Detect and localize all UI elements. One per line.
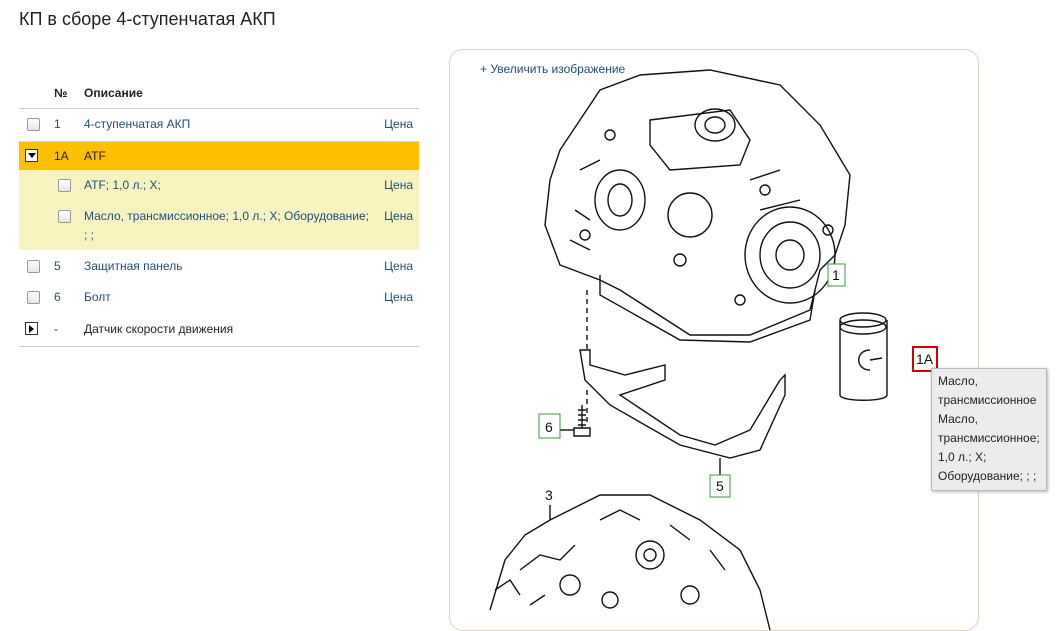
callout-3[interactable]: 3 [545, 487, 553, 503]
table-row[interactable]: 5 Защитная панель Цена [19, 250, 419, 282]
parts-table: № Описание 1 4-ступенчатая АКП Цена 1A A… [19, 78, 419, 347]
part-tooltip: Масло, трансмиссионное Масло, трансмисси… [931, 368, 1047, 491]
callout-1[interactable]: 1 [832, 267, 840, 283]
callout-6[interactable]: 6 [545, 419, 553, 435]
callout-5[interactable]: 5 [716, 478, 724, 494]
exploded-diagram: 1 1A 6 5 3 [489, 69, 938, 630]
row-num: 6 [54, 290, 61, 304]
tooltip-line: Масло, [938, 412, 978, 426]
row-checkbox[interactable] [58, 210, 71, 223]
price-link[interactable]: Цена [384, 209, 413, 223]
tooltip-line: 1,0 л.; X; [938, 450, 987, 464]
row-num: - [54, 322, 58, 336]
tooltip-line: трансмиссионное [938, 393, 1037, 407]
row-desc-link[interactable]: ATF; 1,0 л.; X; [84, 178, 161, 192]
oil-can-outline [839, 320, 888, 401]
expand-toggle-icon[interactable] [25, 322, 38, 335]
diagram-panel: 1 1A 6 5 3 [449, 49, 979, 631]
row-desc[interactable]: Датчик скорости движения [84, 322, 234, 336]
row-checkbox[interactable] [58, 179, 71, 192]
col-desc-header: Описание [84, 86, 143, 100]
row-desc[interactable]: ATF [84, 149, 106, 163]
table-header: № Описание [19, 78, 419, 109]
transmission-outline [544, 69, 851, 336]
row-desc-link[interactable]: Масло, трансмиссионное; 1,0 л.; X; Обору… [84, 209, 369, 223]
row-num: 5 [54, 259, 61, 273]
row-checkbox[interactable] [27, 118, 40, 131]
tooltip-line: трансмиссионное; [938, 431, 1040, 445]
row-checkbox[interactable] [27, 291, 40, 304]
row-checkbox[interactable] [27, 260, 40, 273]
tooltip-line: Оборудование; ; ; [938, 469, 1037, 483]
table-row[interactable]: 6 Болт Цена [19, 282, 419, 314]
price-link[interactable]: Цена [384, 290, 413, 304]
price-link[interactable]: Цена [384, 117, 413, 131]
tooltip-line: Масло, [938, 374, 978, 388]
price-link[interactable]: Цена [384, 178, 413, 192]
lower-transmission-outline [489, 494, 771, 630]
table-row[interactable]: - Датчик скорости движения [19, 314, 419, 347]
zoom-image-link[interactable]: + Увеличить изображение [480, 62, 626, 76]
price-link[interactable]: Цена [384, 259, 413, 273]
col-num-header: № [54, 86, 68, 100]
row-desc-cont: ; ; [84, 228, 95, 242]
table-subrow[interactable]: Масло, трансмиссионное; 1,0 л.; X; Обору… [19, 200, 419, 250]
row-num: 1 [54, 117, 61, 131]
callout-1a[interactable]: 1A [916, 351, 934, 367]
shield-panel-outline [579, 349, 786, 459]
table-row[interactable]: 1 4-ступенчатая АКП Цена [19, 109, 419, 142]
collapse-toggle-icon[interactable] [25, 149, 38, 162]
row-desc-link[interactable]: Защитная панель [84, 259, 183, 273]
row-desc-link[interactable]: 4-ступенчатая АКП [84, 117, 191, 131]
table-row-selected[interactable]: 1A ATF [19, 142, 419, 170]
row-desc-link[interactable]: Болт [84, 290, 111, 304]
row-num: 1A [54, 149, 69, 163]
page-title: КП в сборе 4-ступенчатая АКП [19, 9, 276, 29]
table-subrow[interactable]: ATF; 1,0 л.; X; Цена [19, 170, 419, 200]
